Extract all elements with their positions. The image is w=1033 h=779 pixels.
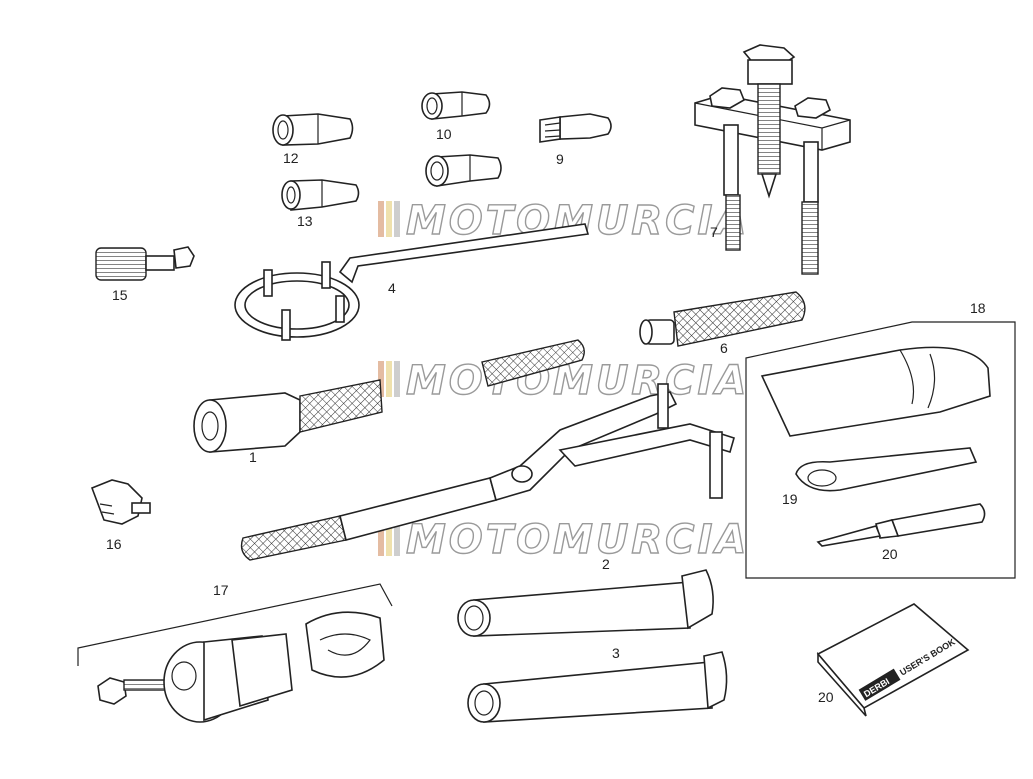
part-18-spanner: 19 [782,447,978,507]
part-number-17: 18 [970,300,986,316]
svg-text:MOTOMURCIA: MOTOMURCIA [406,358,749,404]
part-number-15: 17 [213,582,229,598]
part-number-19: 20 [882,546,898,562]
svg-text:MOTOMURCIA: MOTOMURCIA [406,198,749,244]
part-number-4: 4 [388,280,396,296]
part-13-threaded-adapter: 15 [95,246,195,303]
part-number-10: 10 [436,126,452,142]
part-sleeve-short [425,154,502,187]
watermark-middle: MOTOMURCIA [378,357,749,405]
part-10-sleeve: 10 [421,91,491,142]
part-number-13: 15 [112,287,128,303]
part-number-12: 13 [297,213,313,229]
part-number-6: 6 [720,340,728,356]
part-number-20-label: 20 [818,689,834,705]
part-19-screwdriver: 20 [816,503,986,562]
part-number-3: 3 [612,645,620,661]
part-number-18: 19 [782,491,798,507]
part-1-socket-handle: 1 [193,339,585,465]
part-number-1: 1 [249,449,257,465]
part-2-drift-tube: 2 [457,556,714,637]
part-3-drift-tube: 3 [467,645,728,723]
part-12-tapered-sleeve: 13 [281,179,360,229]
part-number-2: 2 [602,556,610,572]
part-number-9: 9 [556,151,564,167]
part-11-tapered-sleeve: 12 [272,113,354,166]
part-number-7: 7 [710,224,718,240]
part-20-users-book: DERBI USER'S BOOK 20 20 [816,603,970,717]
part-9-collet: 9 [539,113,612,167]
svg-text:MOTOMURCIA: MOTOMURCIA [406,517,749,563]
part-4-pin-spanner: 4 [234,223,590,341]
part-7-puller: 7 [694,44,851,275]
part-17-tool-kit-box: 18 [745,300,1016,579]
watermark-top: MOTOMURCIA [378,197,749,245]
part-6-knurled-drift: 6 [639,291,806,356]
part-number-11: 12 [283,150,299,166]
part-15-bearing-puller-set: 17 [77,582,393,723]
part-16-small-tool: 16 [90,479,151,552]
part-fork-holder [240,383,735,561]
part-number-16: 16 [106,536,122,552]
watermark-bottom: MOTOMURCIA [378,516,749,564]
